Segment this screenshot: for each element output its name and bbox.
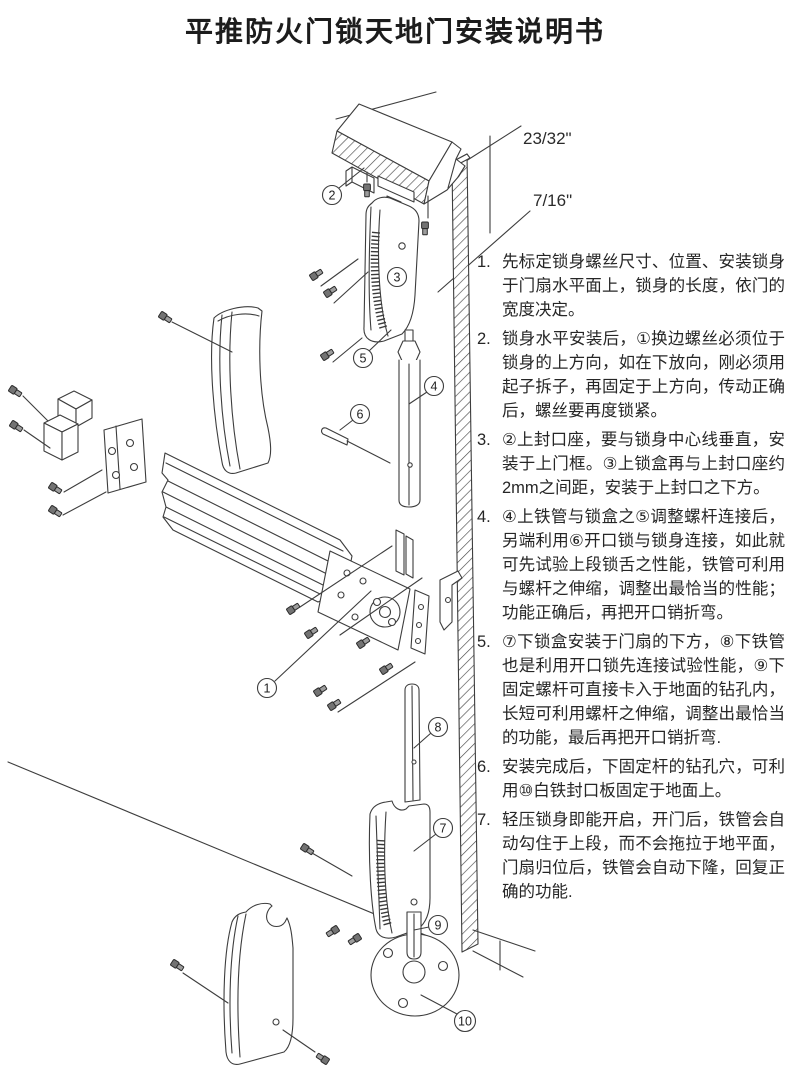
- svg-text:8: 8: [435, 721, 442, 735]
- callout-4: [423, 375, 445, 397]
- door-frame-strip: [451, 153, 479, 953]
- instruction-text: 先标定锁身螺丝尺寸、位置、安装锁身于门扇水平面上，锁身的长度，依门的宽度决定。: [502, 253, 785, 319]
- instruction-text: ②上封口座，要与锁身中心线垂直，安装于上门框。③上锁盒再与上封口座约2mm之间距…: [502, 431, 785, 497]
- callout-5: [352, 347, 374, 369]
- lock-body-bar: [161, 452, 353, 603]
- instruction-item-4: 4. ④上铁管与锁盒之⑤调整螺杆连接后，另端利用⑥开口锁与锁身连接，如此就可先试…: [477, 505, 785, 625]
- instructions-panel: 1. 先标定锁身螺丝尺寸、位置、安装锁身于门扇水平面上，锁身的长度，依门的宽度决…: [477, 250, 785, 909]
- svg-text:4: 4: [431, 380, 438, 394]
- callout-3: [386, 266, 408, 288]
- svg-text:3: 3: [394, 271, 401, 285]
- callout-8: [427, 716, 449, 738]
- instruction-item-1: 1. 先标定锁身螺丝尺寸、位置、安装锁身于门扇水平面上，锁身的长度，依门的宽度决…: [477, 250, 785, 322]
- lock-mechanism: [299, 529, 463, 713]
- instruction-text: 安装完成后，下固定杆的钻孔穴，可利用⑩白铁封口板固定于地面上。: [502, 758, 785, 800]
- callout-9: [427, 914, 449, 936]
- instruction-text: 轻压锁身即能开启，开门后，铁管会自动勾住于上段，而不会拖拉于地平面，门扇归位后，…: [502, 811, 785, 901]
- hinge-plate: [103, 418, 147, 494]
- instruction-item-2: 2. 锁身水平安装后，①换边螺丝必须位于锁身的上方向，如在下放向，刚必须用起子拆…: [477, 327, 785, 423]
- instruction-item-5: 5. ⑦下锁盒安装于门扇的下方，⑧下铁管也是利用开口锁先连接试验性能，⑨下固定螺…: [477, 630, 785, 750]
- svg-text:7: 7: [440, 822, 447, 836]
- callout-1: [256, 677, 278, 699]
- instruction-number: 3.: [477, 431, 491, 449]
- lower-tube: [404, 683, 421, 803]
- top-lock-box-cover: [211, 306, 272, 474]
- instructions-list: 1. 先标定锁身螺丝尺寸、位置、安装锁身于门扇水平面上，锁身的长度，依门的宽度决…: [477, 250, 785, 904]
- leader-lines: [22, 258, 369, 1053]
- svg-text:6: 6: [357, 408, 364, 422]
- floor-plate: [370, 933, 460, 1017]
- instruction-item-3: 3. ②上封口座，要与锁身中心线垂直，安装于上门框。③上锁盒再与上封口座约2mm…: [477, 428, 785, 500]
- instruction-item-7: 7. 轻压锁身即能开启，开门后，铁管会自动勾住于上段，而不会拖拉于地平面，门扇归…: [477, 808, 785, 904]
- instruction-number: 7.: [477, 811, 491, 829]
- instruction-text: ⑦下锁盒安装于门扇的下方，⑧下铁管也是利用开口锁先连接试验性能，⑨下固定螺杆可直…: [502, 633, 785, 747]
- svg-text:1: 1: [264, 682, 271, 696]
- svg-text:9: 9: [435, 919, 442, 933]
- cotter-pin: [321, 427, 391, 464]
- top-tube: [397, 340, 421, 508]
- callout-6: [349, 403, 371, 425]
- lower-rod: [406, 911, 422, 960]
- floor-lines: [472, 929, 536, 978]
- dimension-label-bottom: 7/16": [533, 191, 572, 210]
- instruction-number: 1.: [477, 253, 491, 271]
- corner-block: [43, 390, 93, 461]
- dimension-label-top: 23/32": [523, 129, 572, 148]
- svg-text:5: 5: [360, 352, 367, 366]
- callouts: 1 2 3 4 5 6 7 8 9: [256, 167, 477, 1033]
- callout-10: [453, 1009, 477, 1033]
- svg-text:2: 2: [329, 189, 336, 203]
- instruction-text: 锁身水平安装后，①换边螺丝必须位于锁身的上方向，如在下放向，刚必须用起子拆子，再…: [502, 330, 785, 420]
- svg-text:10: 10: [458, 1015, 472, 1029]
- page-title: 平推防火门锁天地门安装说明书: [184, 16, 605, 47]
- lower-lock-box-cover: [223, 902, 294, 1065]
- instruction-number: 4.: [477, 508, 491, 526]
- top-frame-lintel: [331, 103, 466, 205]
- instruction-number: 5.: [477, 633, 491, 651]
- instruction-number: 6.: [477, 758, 491, 776]
- instruction-text: ④上铁管与锁盒之⑤调整螺杆连接后，另端利用⑥开口锁与锁身连接，如此就可先试验上段…: [502, 508, 785, 622]
- callout-7: [432, 817, 454, 839]
- instruction-number: 2.: [477, 330, 491, 348]
- instruction-item-6: 6. 安装完成后，下固定杆的钻孔穴，可利用⑩白铁封口板固定于地面上。: [477, 755, 785, 803]
- lower-lock-box: [368, 800, 431, 939]
- dimension-annotations: 23/32" 7/16": [523, 129, 572, 210]
- callout-2: [321, 184, 343, 206]
